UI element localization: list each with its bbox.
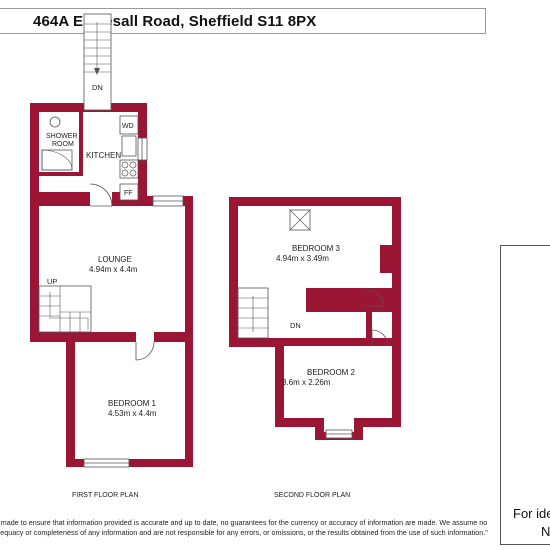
- disclaimer: made to ensure that information provided…: [0, 518, 490, 538]
- bedroom2-dims: 3.6m x 2.26m: [282, 378, 331, 387]
- bedroom1-label: BEDROOM 1: [108, 399, 157, 408]
- door-swing: [135, 341, 155, 361]
- bedroom3-floor: [238, 206, 392, 288]
- door-swing: [371, 329, 389, 347]
- window: [137, 137, 148, 161]
- kitchen-label: KITCHEN: [86, 151, 121, 160]
- internal-stair: [38, 285, 92, 333]
- second-floor-plan: DN BEDROOM 3 4.94m x 3.49m BEDROOM 2 3.6…: [229, 197, 401, 499]
- legend-footer-line2: N: [541, 524, 550, 539]
- washer-dryer-icon: [119, 115, 139, 135]
- disclaimer-line1: made to ensure that information provided…: [0, 518, 488, 527]
- first-floor-plan-label: FIRST FLOOR PLAN: [72, 492, 138, 499]
- bedroom1-floor: [75, 342, 185, 459]
- legend-footer-line1: For ide: [513, 506, 550, 521]
- lounge-label: LOUNGE: [98, 255, 132, 264]
- bedroom1-dims: 4.53m x 4.4m: [108, 409, 157, 418]
- sink-icon: [121, 135, 137, 157]
- stair-up-label: UP: [47, 277, 57, 286]
- chimney-breast: [380, 245, 392, 273]
- door-swing: [365, 289, 385, 307]
- first-floor-plan: DN WD FF UP SHOWER ROOM KITCHEN: [30, 13, 193, 499]
- disclaimer-line2: equacy or completeness of any informatio…: [0, 528, 488, 537]
- stair-down-label: DN: [92, 83, 103, 92]
- shower-tray-icon: [41, 149, 73, 171]
- bedroom3-label: BEDROOM 3: [292, 244, 341, 253]
- hob-icon: [119, 159, 139, 179]
- fridge-freezer-icon: [119, 183, 139, 201]
- shower-room-label-line2: ROOM: [52, 141, 74, 148]
- legend-panel: [500, 245, 550, 545]
- shower-room-label-line1: SHOWER: [46, 133, 78, 140]
- second-floor-plan-label: SECOND FLOOR PLAN: [274, 492, 350, 499]
- svg-text:FF: FF: [124, 190, 133, 197]
- lounge-dims: 4.94m x 4.4m: [89, 265, 138, 274]
- stair-down-label-2: DN: [290, 321, 301, 330]
- bedroom3-dims: 4.94m x 3.49m: [276, 254, 329, 263]
- toilet-icon: [49, 116, 61, 128]
- bedroom2-label: BEDROOM 2: [307, 368, 356, 377]
- bedroom2-floor: [284, 346, 392, 418]
- svg-text:WD: WD: [122, 123, 134, 130]
- door-swing: [89, 183, 113, 207]
